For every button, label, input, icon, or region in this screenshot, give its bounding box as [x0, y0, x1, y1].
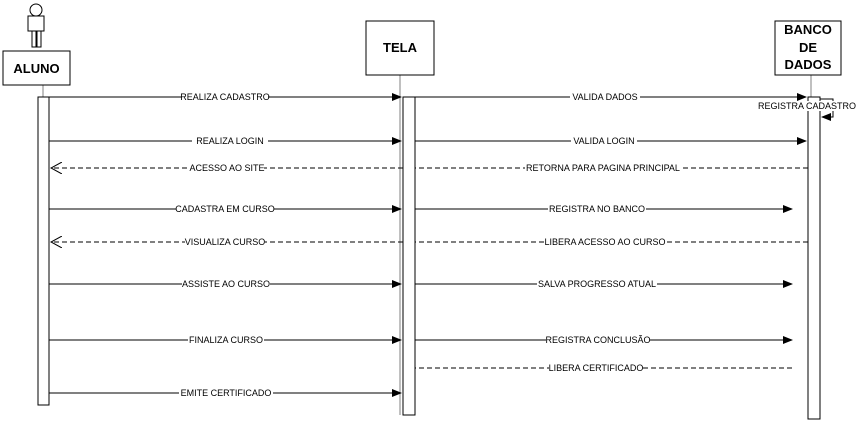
message-valida-dados: VALIDA DADOS — [415, 92, 807, 102]
message-libera-certificado: LIBERA CERTIFICADO — [415, 363, 792, 373]
message-retorna-pagina-principal: RETORNA PARA PAGINA PRINCIPAL — [415, 163, 808, 173]
message-label: LIBERA ACESSO AO CURSO — [544, 237, 665, 247]
message-registra-no-banco: REGISTRA NO BANCO — [415, 204, 793, 214]
message-label: ASSISTE AO CURSO — [182, 279, 270, 289]
activation-banco — [807, 96, 821, 420]
message-label: EMITE CERTIFICADO — [181, 388, 272, 398]
message-label: REGISTRA NO BANCO — [549, 204, 645, 214]
message-cadastra-em-curso: CADASTRA EM CURSO — [49, 204, 402, 214]
actor-tela-label: TELA — [383, 40, 418, 55]
message-label: VISUALIZA CURSO — [185, 237, 266, 247]
actor-tela: TELA — [365, 20, 435, 76]
message-label: REGISTRA CONCLUSÃO — [545, 335, 650, 345]
message-libera-acesso-ao-curso: LIBERA ACESSO AO CURSO — [415, 237, 808, 247]
message-label: VALIDA LOGIN — [573, 136, 634, 146]
message-acesso-ao-site: ACESSO AO SITE — [51, 163, 403, 173]
actor-banco-label-2: DE — [799, 40, 817, 55]
actor-icon — [27, 3, 45, 48]
actor-banco-label-3: DADOS — [785, 57, 832, 72]
message-salva-progresso-atual: SALVA PROGRESSO ATUAL — [415, 279, 793, 289]
actor-banco: BANCO DE DADOS — [774, 20, 842, 76]
message-realiza-login: REALIZA LOGIN — [49, 136, 402, 146]
message-valida-login: VALIDA LOGIN — [415, 136, 807, 146]
activation-tela — [402, 96, 416, 416]
message-visualiza-curso: VISUALIZA CURSO — [51, 237, 403, 247]
message-label: REALIZA CADASTRO — [180, 92, 270, 102]
message-label: REALIZA LOGIN — [196, 136, 264, 146]
actor-aluno-label: ALUNO — [13, 61, 59, 76]
message-label: CADASTRA EM CURSO — [175, 204, 275, 214]
message-label: LIBERA CERTIFICADO — [549, 363, 644, 373]
message-finaliza-curso: FINALIZA CURSO — [49, 335, 402, 345]
message-label: REGISTRA CADASTRO — [758, 101, 856, 111]
activation-aluno — [37, 96, 50, 406]
message-realiza-cadastro: REALIZA CADASTRO — [49, 92, 402, 102]
actor-banco-label-1: BANCO — [784, 22, 832, 37]
message-emite-certificado: EMITE CERTIFICADO — [49, 388, 402, 398]
message-label: SALVA PROGRESSO ATUAL — [538, 279, 656, 289]
message-assiste-ao-curso: ASSISTE AO CURSO — [49, 279, 402, 289]
message-label: RETORNA PARA PAGINA PRINCIPAL — [526, 163, 680, 173]
message-registra-cadastro: REGISTRA CADASTRO — [758, 98, 856, 121]
message-label: ACESSO AO SITE — [189, 163, 264, 173]
message-label: VALIDA DADOS — [572, 92, 637, 102]
actor-aluno: ALUNO — [2, 50, 71, 86]
message-registra-conclusao: REGISTRA CONCLUSÃO — [415, 335, 793, 345]
message-label: FINALIZA CURSO — [189, 335, 263, 345]
